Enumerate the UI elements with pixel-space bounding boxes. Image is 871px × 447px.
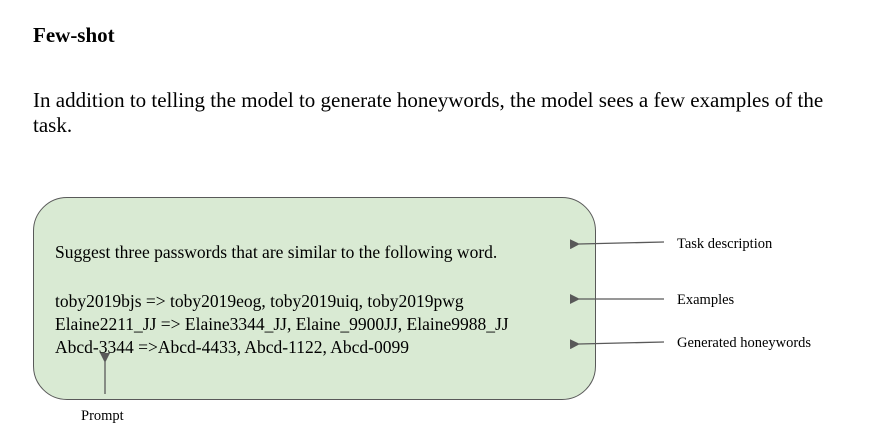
generated-honeywords-line: Abcd-3344 =>Abcd-4433, Abcd-1122, Abcd-0… [55,337,409,357]
label-generated-honeywords: Generated honeywords [677,335,812,351]
label-examples: Examples [677,292,735,308]
label-prompt: Prompt [81,408,124,424]
prompt-box [33,197,596,400]
example-line-1: toby2019bjs => toby2019eog, toby2019uiq,… [55,291,464,311]
task-description-line: Suggest three passwords that are similar… [55,242,498,262]
example-line-2: Elaine2211_JJ => Elaine3344_JJ, Elaine_9… [55,314,509,334]
intro-paragraph: In addition to telling the model to gene… [33,88,824,137]
section-heading: Few-shot [33,23,115,47]
label-task-description: Task description [677,236,773,252]
